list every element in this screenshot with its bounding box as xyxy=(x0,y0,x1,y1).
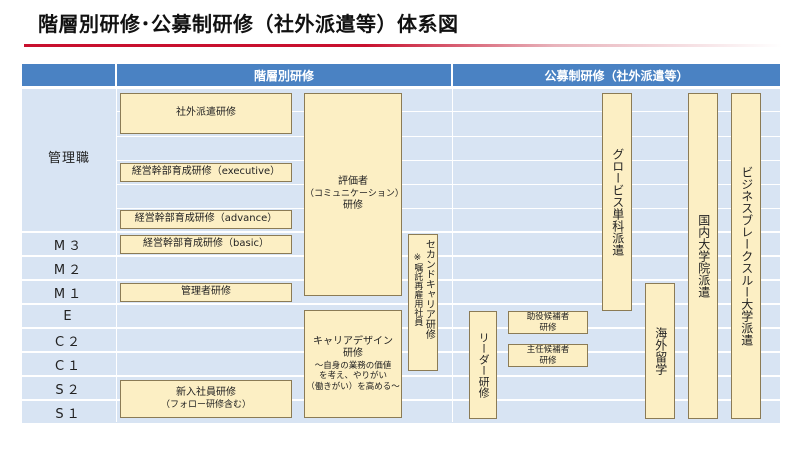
program-career-desc-3: （働きがい）を高める～ xyxy=(306,381,400,392)
program-kaigai-ryugaku: 海外留学 xyxy=(645,283,675,419)
page-title: 階層別研修･公募制研修（社外派遣等）体系図 xyxy=(38,12,459,36)
level-label-m3: M３ xyxy=(53,238,85,254)
program-keiei-basic-label: 経営幹部育成研修（basic） xyxy=(143,238,269,250)
level-label-c1: C１ xyxy=(54,358,84,374)
program-hyoukasha: 評価者 （コミュニケーション） 研修 xyxy=(304,93,404,296)
level-label-m1: M１ xyxy=(53,286,85,302)
program-bbt-label: ビジネスブレークスルー大学派遣 xyxy=(739,166,754,346)
program-joyaku-label-2: 研修 xyxy=(539,322,557,333)
band-sub-divider xyxy=(117,208,780,209)
program-shunin-kouho: 主任候補者 研修 xyxy=(508,344,588,367)
band-sub-divider xyxy=(117,111,780,112)
level-label-s2: S２ xyxy=(55,382,83,398)
program-career-desc-1: ～自身の業務の価値 xyxy=(314,360,392,371)
level-label-c2: C２ xyxy=(54,334,84,350)
band-sub-divider xyxy=(117,136,780,137)
program-career-label: キャリアデザイン xyxy=(312,335,393,347)
program-kanrisha-label: 管理者研修 xyxy=(181,286,231,298)
program-career-design: キャリアデザイン 研修 ～自身の業務の価値 を考え、やりがい （働きがい）を高め… xyxy=(304,310,402,418)
level-label-e: E xyxy=(63,308,75,324)
band-sub-divider xyxy=(117,160,780,161)
program-bbt-daigaku: ビジネスブレークスルー大学派遣 xyxy=(731,93,761,419)
header-koubo: 公募制研修（社外派遣等） xyxy=(453,64,780,86)
program-kanrisha: 管理者研修 xyxy=(120,283,292,302)
program-shinnyu-shain: 新入社員研修 （フォロー研修含む） xyxy=(120,380,292,418)
program-shunin-label-2: 研修 xyxy=(539,355,557,366)
program-joyaku-label: 助役候補者 xyxy=(526,311,570,322)
program-kokunai-label: 国内大学院派遣 xyxy=(696,214,711,298)
program-second-career-label: セカンドキャリア研修 xyxy=(423,239,435,339)
program-keiei-basic: 経営幹部育成研修（basic） xyxy=(120,235,292,254)
program-career-desc-2: を考え、やりがい xyxy=(318,371,387,382)
header-kaisou: 階層別研修 xyxy=(117,64,451,86)
program-shagai-haken: 社外派遣研修 xyxy=(120,93,292,134)
program-second-career: セカンドキャリア研修 ※嘱託再雇用社員 xyxy=(408,234,438,371)
program-kokunai-daigakuin: 国内大学院派遣 xyxy=(688,93,718,419)
column-divider xyxy=(452,89,453,422)
program-globis: グロービス単科派遣 xyxy=(602,93,632,311)
program-globis-label: グロービス単科派遣 xyxy=(610,148,625,256)
program-career-label-2: 研修 xyxy=(342,348,363,360)
program-shagai-haken-label: 社外派遣研修 xyxy=(176,107,236,119)
column-divider xyxy=(116,89,117,422)
program-leader-label: リーダー研修 xyxy=(477,332,491,398)
program-keiei-advance: 経営幹部育成研修（advance） xyxy=(120,210,292,229)
title-underline xyxy=(24,44,782,47)
program-shinnyu-sub-label: （フォロー研修含む） xyxy=(160,399,251,410)
band-sub-divider xyxy=(117,184,780,185)
header-blank xyxy=(22,64,115,86)
program-keiei-executive-label: 経営幹部育成研修（executive） xyxy=(131,166,281,178)
program-keiei-advance-label: 経営幹部育成研修（advance） xyxy=(134,213,278,225)
program-keiei-executive: 経営幹部育成研修（executive） xyxy=(120,163,292,182)
program-hyoukasha-tail-label: 研修 xyxy=(343,200,363,212)
program-shinnyu-label: 新入社員研修 xyxy=(175,387,236,399)
program-kaigai-label: 海外留学 xyxy=(653,327,668,375)
level-label-kanrishoku: 管理職 xyxy=(47,150,90,166)
program-shunin-label: 主任候補者 xyxy=(526,344,570,355)
program-hyoukasha-sub-label: （コミュニケーション） xyxy=(305,188,404,199)
program-second-career-note: ※嘱託再雇用社員 xyxy=(412,252,423,326)
program-leader: リーダー研修 xyxy=(469,311,497,419)
program-hyoukasha-label: 評価者 xyxy=(338,176,368,188)
level-label-m2: M２ xyxy=(53,262,85,278)
level-label-s1: S１ xyxy=(55,406,83,422)
program-joyaku-kouho: 助役候補者 研修 xyxy=(508,311,588,334)
